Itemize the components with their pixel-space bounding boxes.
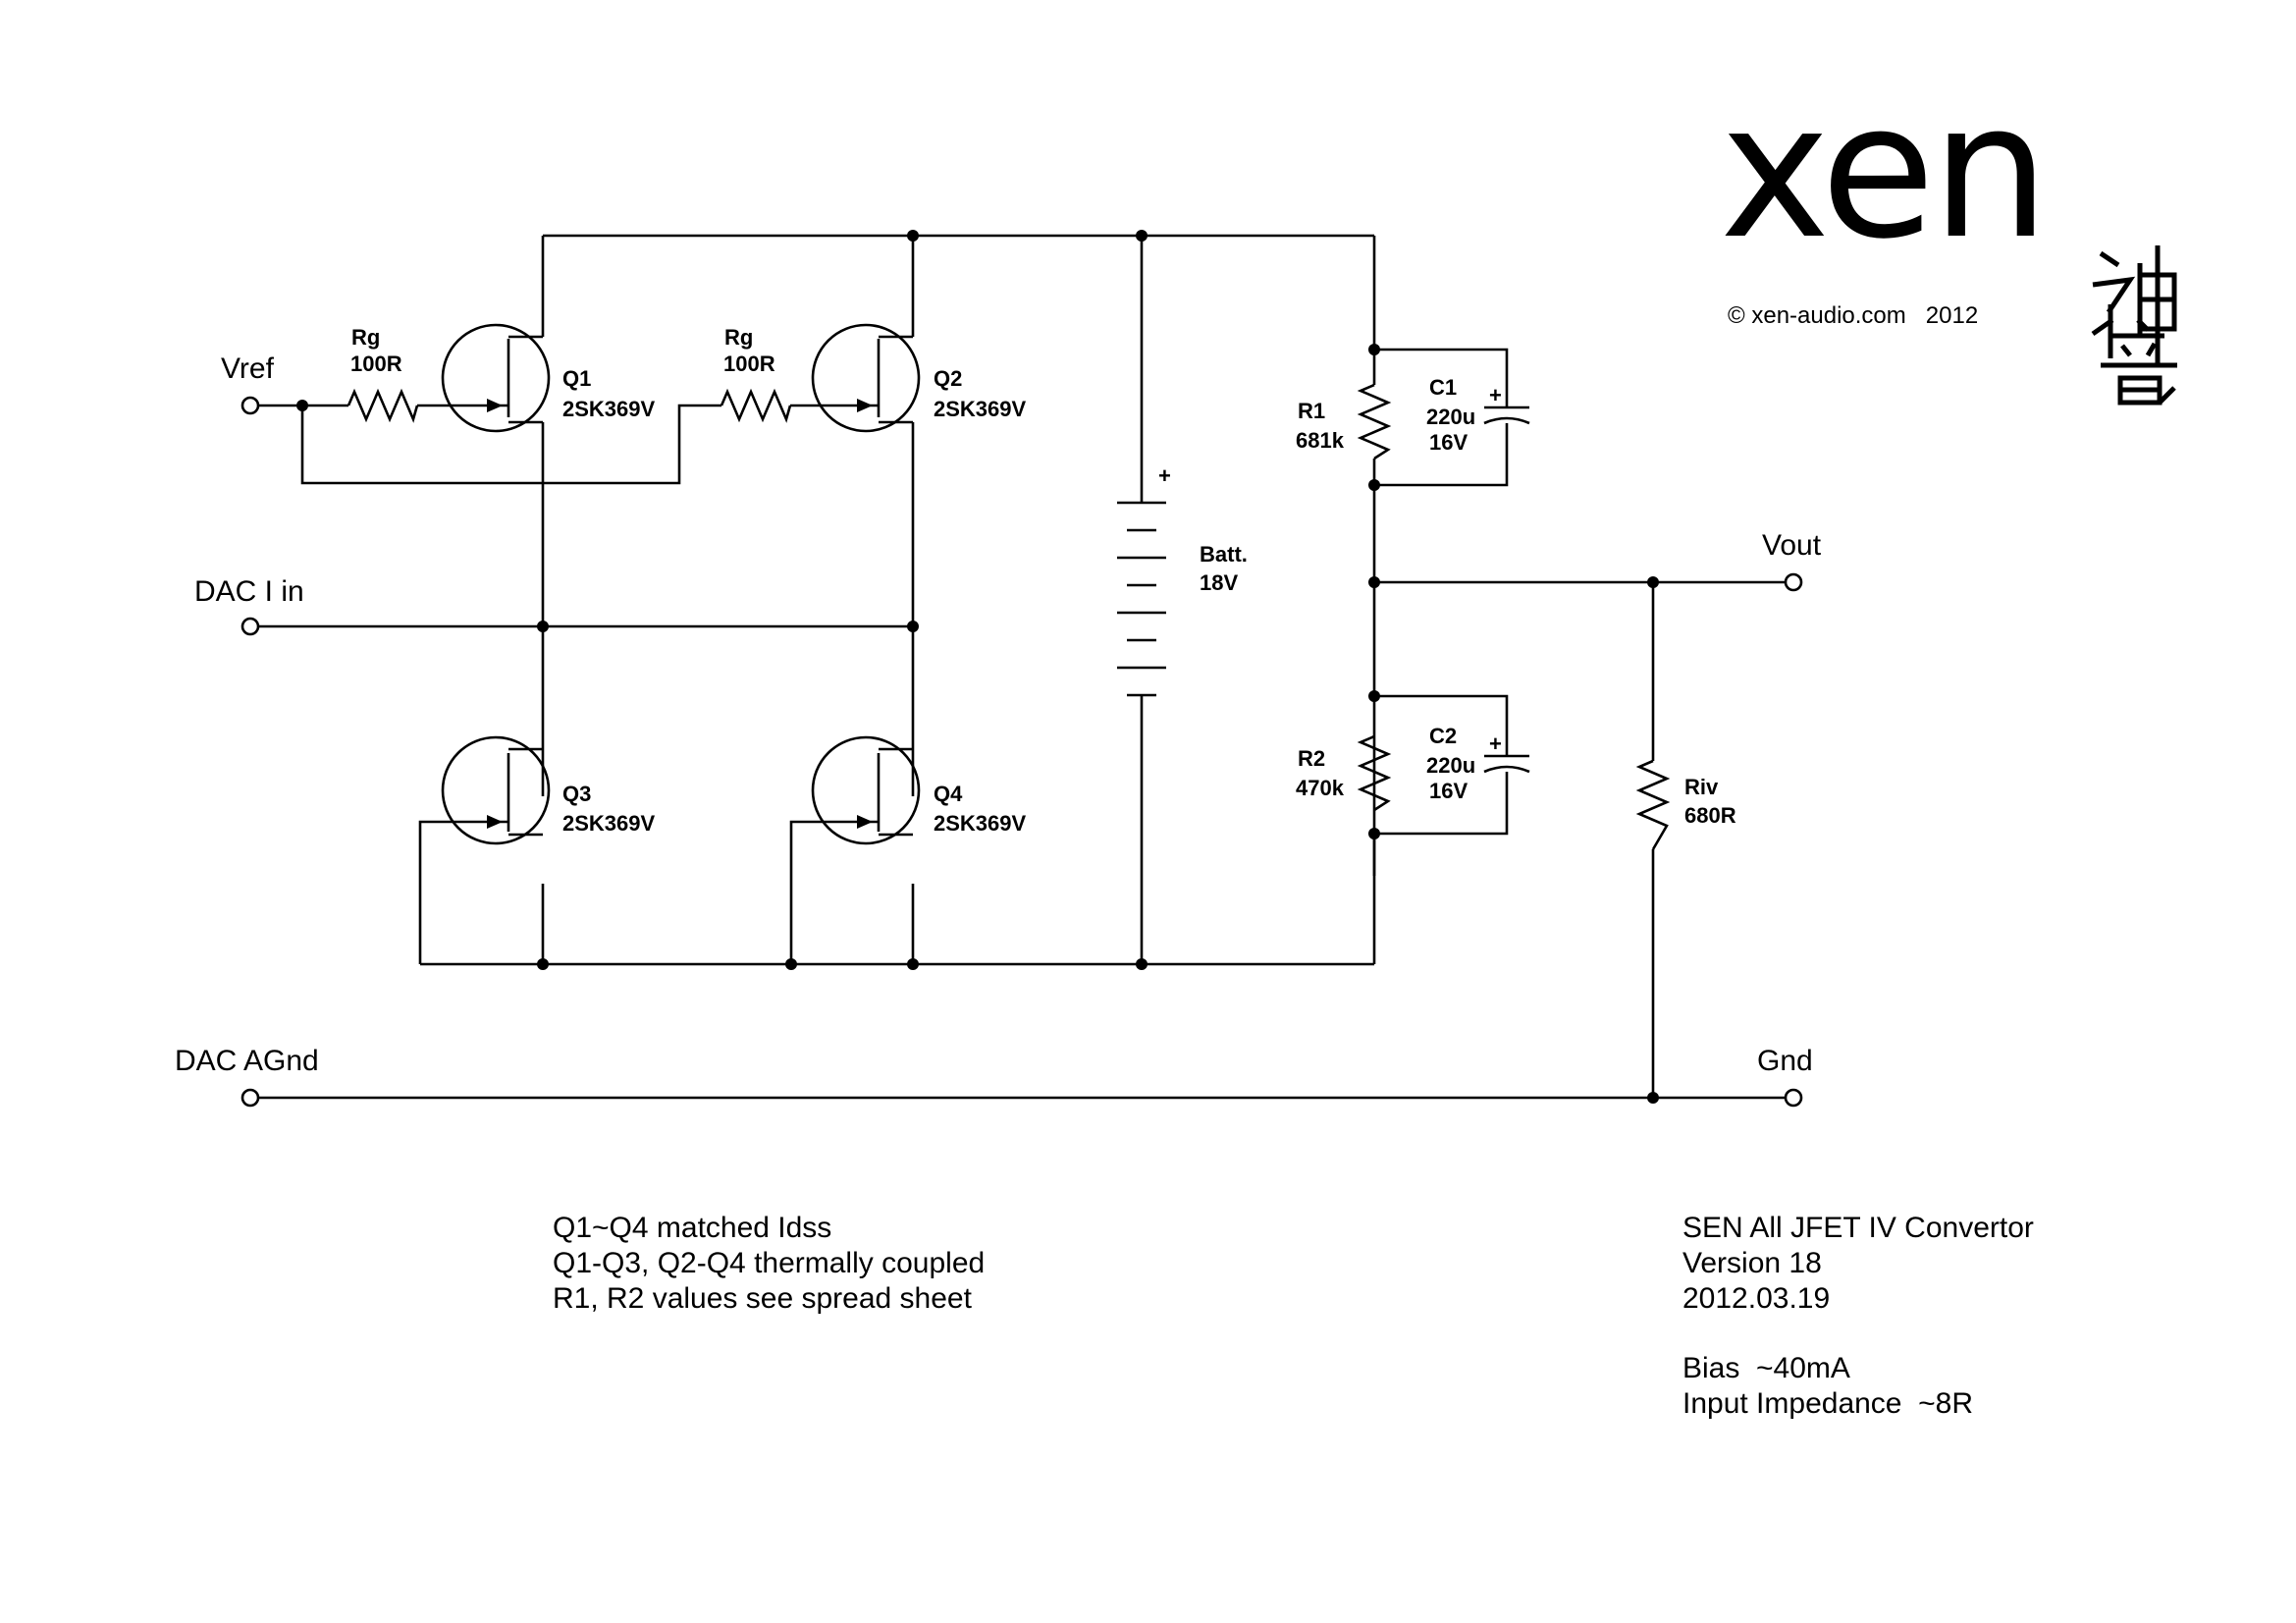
label-rg2-ref: Rg [724, 325, 753, 350]
title-block-bias: Bias ~40mA [1682, 1352, 1850, 1384]
resistor-rg1 [347, 388, 419, 423]
chinese-calligraphy-mark [2091, 245, 2177, 406]
label-q2-ref: Q2 [934, 366, 962, 391]
terminal-vout [1784, 572, 1803, 592]
label-vref: Vref [221, 352, 275, 385]
label-rg1-ref: Rg [351, 325, 380, 350]
label-rg2-value: 100R [723, 352, 775, 376]
note-r1-r2-values: R1, R2 values see spread sheet [553, 1282, 973, 1315]
label-r2-value: 470k [1296, 776, 1345, 800]
label-q1-part: 2SK369V [562, 397, 656, 421]
label-r1-ref: R1 [1298, 399, 1325, 423]
label-riv-ref: Riv [1684, 775, 1719, 799]
resistor-riv [1635, 759, 1671, 850]
title-block-version: Version 18 [1682, 1247, 1822, 1279]
label-c2-polarity: + [1489, 731, 1502, 756]
label-r2-ref: R2 [1298, 746, 1325, 771]
junctions [296, 230, 1659, 1104]
label-c2-voltage: 16V [1429, 779, 1468, 803]
label-c1-voltage: 16V [1429, 430, 1468, 455]
jfet-q1 [441, 323, 551, 433]
title-block-title: SEN All JFET IV Convertor [1682, 1212, 2034, 1244]
label-dac-i-in: DAC I in [194, 575, 304, 608]
label-c2-value: 220u [1426, 753, 1475, 778]
xen-logo: xen [1720, 63, 2046, 280]
note-thermally-coupled: Q1-Q3, Q2-Q4 thermally coupled [553, 1247, 985, 1279]
label-q4-part: 2SK369V [934, 811, 1027, 836]
label-r1-value: 681k [1296, 428, 1345, 453]
jfet-q2 [811, 323, 921, 433]
title-block-impedance: Input Impedance ~8R [1682, 1387, 1973, 1420]
label-c1-ref: C1 [1429, 375, 1457, 400]
terminal-vref [240, 396, 260, 415]
resistor-r1 [1357, 383, 1392, 460]
terminal-dac-i-in [240, 617, 260, 636]
resistor-r2 [1357, 734, 1392, 812]
capacitor-c1 [1483, 406, 1530, 425]
title-block-date: 2012.03.19 [1682, 1282, 1830, 1315]
label-q1-ref: Q1 [562, 366, 591, 391]
label-c1-value: 220u [1426, 405, 1475, 429]
label-batt-polarity: + [1158, 463, 1171, 488]
terminal-gnd [1784, 1088, 1803, 1108]
label-c1-polarity: + [1489, 383, 1502, 407]
label-q3-ref: Q3 [562, 782, 591, 806]
label-c2-ref: C2 [1429, 724, 1457, 748]
resistor-rg2 [720, 388, 792, 423]
label-rg1-value: 100R [350, 352, 402, 376]
wires [257, 234, 1786, 1100]
label-dac-agnd: DAC AGnd [175, 1045, 319, 1077]
label-q2-part: 2SK369V [934, 397, 1027, 421]
label-batt-value: 18V [1200, 570, 1238, 595]
label-q3-part: 2SK369V [562, 811, 656, 836]
copyright-text: © xen-audio.com 2012 [1728, 302, 1978, 329]
capacitor-c2 [1483, 754, 1530, 774]
terminals [240, 396, 1803, 1108]
jfet-q4 [811, 735, 921, 845]
label-q4-ref: Q4 [934, 782, 963, 806]
note-matched-idss: Q1~Q4 matched Idss [553, 1212, 831, 1244]
label-riv-value: 680R [1684, 803, 1736, 828]
battery-batt [1117, 501, 1166, 697]
label-vout: Vout [1762, 529, 1822, 562]
label-gnd: Gnd [1757, 1045, 1813, 1077]
jfet-q3 [441, 735, 551, 845]
terminal-dac-agnd [240, 1088, 260, 1108]
label-batt-ref: Batt. [1200, 542, 1248, 567]
